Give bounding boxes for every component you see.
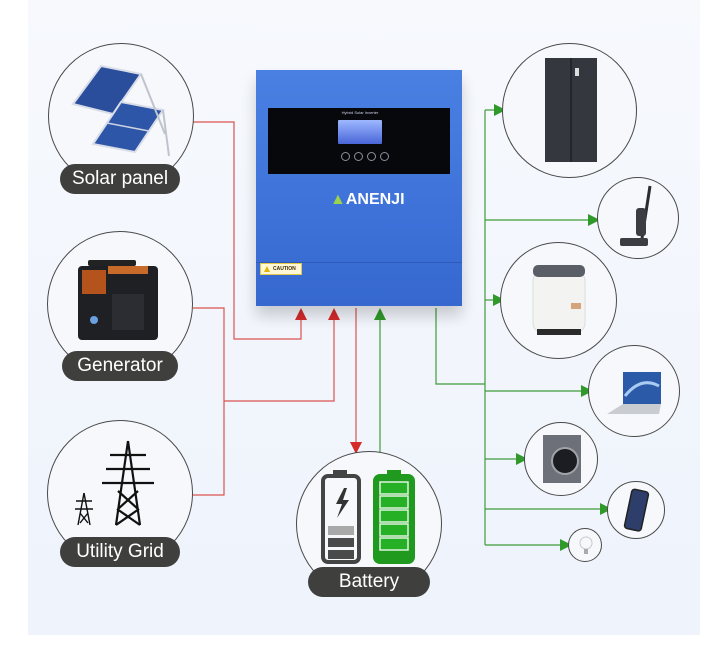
utility-grid-label: Utility Grid xyxy=(60,537,180,567)
washing-machine-icon xyxy=(543,435,581,483)
smartphone-node xyxy=(607,481,665,539)
light-bulb-icon xyxy=(579,536,593,554)
inverter-button[interactable] xyxy=(341,152,350,161)
air-fryer-icon xyxy=(532,265,586,335)
generator-label: Generator xyxy=(62,351,178,381)
lcd-screen xyxy=(338,120,382,144)
light-bulb-node xyxy=(568,528,602,562)
hybrid-inverter: Hybrid Solar Inverter ▲ANENJI CAUTION xyxy=(256,70,462,306)
solar-wire xyxy=(193,121,307,340)
generator-icon xyxy=(78,260,158,340)
caution-label: CAUTION xyxy=(260,263,302,275)
washing-machine-node xyxy=(524,422,598,496)
inverter-display-panel: Hybrid Solar Inverter xyxy=(268,108,450,174)
inverter-button[interactable] xyxy=(367,152,376,161)
solar-panel-label: Solar panel xyxy=(60,164,180,194)
inverter-divider xyxy=(256,262,462,263)
brand-logo: ▲ANENJI xyxy=(330,191,405,208)
refrigerator-icon xyxy=(545,58,597,162)
warning-icon xyxy=(264,266,270,272)
laptop-node xyxy=(588,345,680,437)
inverter-button[interactable] xyxy=(354,152,363,161)
power-tower-icon xyxy=(75,440,154,526)
battery-icon xyxy=(321,470,415,564)
grid-to-inverter-wire xyxy=(224,308,340,402)
inverter-button[interactable] xyxy=(380,152,389,161)
vacuum-node xyxy=(597,177,679,259)
battery-label: Battery xyxy=(308,567,430,597)
vacuum-cleaner-icon xyxy=(620,185,652,246)
laptop-icon xyxy=(607,372,661,414)
generator-wire xyxy=(193,307,225,496)
smartphone-icon xyxy=(623,488,650,532)
refrigerator-node xyxy=(502,43,637,178)
air-fryer-node xyxy=(500,242,617,359)
output-wire xyxy=(435,308,485,385)
solar-panel-icon xyxy=(71,64,170,157)
lcd-title: Hybrid Solar Inverter xyxy=(341,110,379,115)
